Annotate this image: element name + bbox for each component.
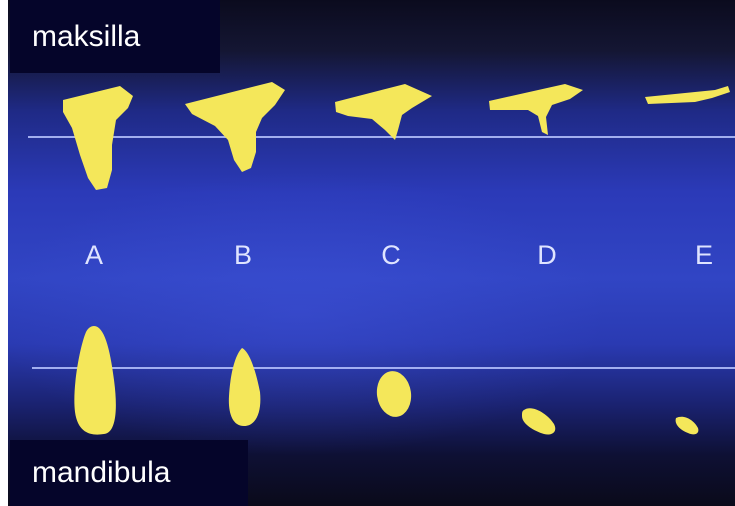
stage-label-a: A xyxy=(85,240,103,271)
maxilla-profile-a xyxy=(63,86,133,190)
mandible-profile-d xyxy=(522,408,555,434)
stage-label-b: B xyxy=(234,240,252,271)
mandible-profile-a xyxy=(74,326,116,435)
mandible-label-box: mandibula xyxy=(10,440,248,506)
maxilla-profile-c xyxy=(335,84,432,140)
maxilla-profile-e xyxy=(645,86,730,104)
stage-label-e: E xyxy=(695,240,713,271)
maxilla-profile-d xyxy=(489,84,583,135)
maxilla-label: maksilla xyxy=(32,22,140,52)
mandible-label: mandibula xyxy=(32,458,170,488)
mandible-profile-c xyxy=(374,369,414,419)
mandible-profile-e xyxy=(676,417,699,435)
mandible-profile-b xyxy=(229,348,261,426)
maxilla-label-box: maksilla xyxy=(10,0,220,73)
stage-label-d: D xyxy=(537,240,557,271)
stage-label-c: C xyxy=(381,240,401,271)
maxilla-profile-b xyxy=(185,82,285,172)
